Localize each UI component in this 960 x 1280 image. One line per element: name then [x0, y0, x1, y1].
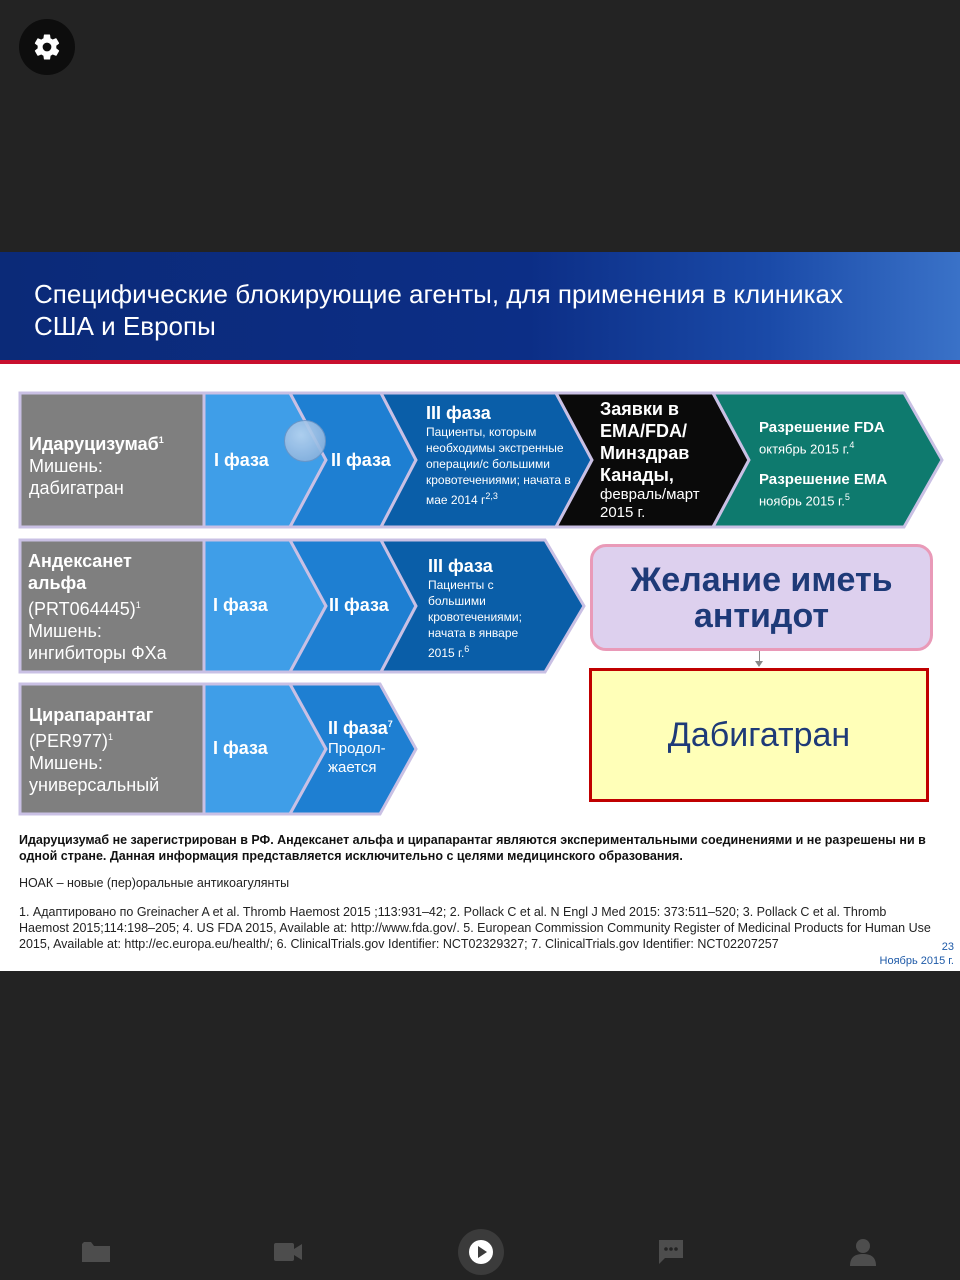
wish-antidote-text: Желание иметь антидот: [630, 560, 893, 635]
noak-definition: НОАК – новые (пер)оральные антикоагулянт…: [19, 876, 290, 890]
row1-drug-box: [18, 391, 206, 529]
row2-phase3-title: III фаза: [428, 556, 493, 576]
row2-phase3-info: III фаза Пациенты с большими кровотечени…: [428, 555, 548, 661]
row1-filing-info: Заявки в EMA/FDA/ Минздрав Канады, февра…: [600, 398, 725, 522]
row2-drug-name-line1: Андексанет: [28, 551, 132, 571]
page-number: 23: [941, 941, 954, 953]
row1-fda-date: октябрь 2015 г.: [759, 441, 850, 457]
profile-button[interactable]: [839, 1228, 887, 1276]
row1-phase3-info: III фаза Пациенты, которым необходимы эк…: [426, 402, 571, 508]
row1-phase3-title: III фаза: [426, 403, 491, 423]
pipeline-diagram: [18, 391, 944, 816]
chat-icon: [659, 1240, 683, 1264]
slide-title: Специфические блокирующие агенты, для пр…: [34, 279, 844, 341]
dabigatran-text: Дабигатран: [667, 715, 851, 754]
row1-drug-sup: 1: [158, 435, 164, 445]
row1-fda-sup: 4: [849, 440, 855, 450]
row2-phase2-label: II фаза: [329, 595, 389, 615]
row2-drug-code-sup: 1: [135, 600, 141, 610]
row3-phase2-arrow: [287, 682, 418, 816]
pointer-cursor: [284, 420, 326, 462]
row1-filing-date: февраль/март 2015 г.: [600, 486, 700, 521]
connector-arrow-icon: [755, 661, 763, 667]
row2-drug-info: Андексанет альфа (PRT064445)1 Мишень: ин…: [28, 550, 200, 664]
row1-target-value: дабигатран: [29, 478, 124, 498]
row1-filing-title: Заявки в EMA/FDA/ Минздрав Канады,: [600, 399, 690, 485]
folder-icon: [82, 1242, 110, 1262]
row1-phase3-sup: 2,3: [485, 491, 498, 501]
files-button[interactable]: [72, 1228, 120, 1276]
settings-button[interactable]: [19, 19, 75, 75]
video-camera-icon: [274, 1243, 302, 1261]
row2-phase3-arrow: [378, 538, 586, 674]
row3-drug-code: (PER977): [29, 731, 109, 751]
row2-target-label: Мишень:: [28, 621, 102, 641]
row2-phase3-body: Пациенты с большими кровотечениями; нача…: [428, 578, 522, 660]
row3-phase2-sup: 7: [387, 719, 393, 729]
row2-target-value: ингибиторы ФХа: [28, 643, 167, 663]
row1-approval-arrow: [710, 391, 944, 529]
row1-ema-label: Разрешение EMA: [759, 471, 888, 489]
slide-header: Специфические блокирующие агенты, для пр…: [0, 252, 960, 364]
row3-drug-box: [18, 682, 206, 816]
slide-date: Ноябрь 2015 г.: [879, 955, 954, 967]
video-button[interactable]: [264, 1228, 312, 1276]
row1-phase3-body: Пациенты, которым необходимы экстренные …: [426, 425, 571, 507]
user-icon: [850, 1239, 876, 1266]
play-button[interactable]: [458, 1229, 504, 1275]
row1-ema-date: ноябрь 2015 г.: [759, 493, 845, 509]
row3-drug-name: Цирапарантаг: [29, 705, 154, 725]
row3-phase2-status: Продол-жается: [328, 740, 386, 776]
row1-drug-name: Идаруцизумаб: [29, 434, 159, 454]
row1-phase2-label: II фаза: [331, 450, 391, 470]
row3-phase1-label: I фаза: [213, 738, 268, 758]
row1-drug-info: Идаруцизумаб1 Мишень: дабигатран: [29, 429, 201, 499]
row1-approval-info: Разрешение FDA октябрь 2015 г.4 Разрешен…: [759, 419, 909, 510]
row2-drug-code: (PRT064445): [28, 599, 136, 619]
row3-phase2-info: II фаза7 Продол-жается: [328, 718, 398, 777]
row1-fda-label: Разрешение FDA: [759, 419, 885, 436]
row1-phase1-label: I фаза: [214, 450, 269, 470]
row1-ema-sup: 5: [844, 492, 850, 503]
chat-button[interactable]: [647, 1228, 695, 1276]
row2-drug-name-line2: альфа: [28, 573, 87, 593]
row3-drug-info: Цирапарантаг (PER977)1 Мишень: универсал…: [29, 704, 201, 796]
gear-icon: [34, 34, 60, 60]
row3-drug-code-sup: 1: [108, 732, 114, 742]
row3-target-value: универсальный: [29, 775, 160, 795]
presentation-slide: Специфические блокирующие агенты, для пр…: [0, 252, 960, 971]
row2-phase3-sup: 6: [464, 644, 470, 654]
disclaimer-text: Идаруцизумаб не зарегистрирован в РФ. Ан…: [19, 833, 926, 863]
row2-phase1-label: I фаза: [213, 595, 268, 615]
wish-antidote-box: Желание иметь антидот: [590, 544, 933, 651]
references: 1. Адаптировано по Greinacher A et al. T…: [19, 905, 931, 951]
row1-target-label: Мишень:: [29, 456, 103, 476]
connector-line: [759, 651, 760, 663]
dabigatran-box: Дабигатран: [589, 668, 929, 802]
row3-phase2-title: II фаза: [328, 718, 388, 738]
bottom-toolbar: [0, 1220, 960, 1280]
row3-target-label: Мишень:: [29, 753, 103, 773]
play-icon: [469, 1240, 493, 1264]
